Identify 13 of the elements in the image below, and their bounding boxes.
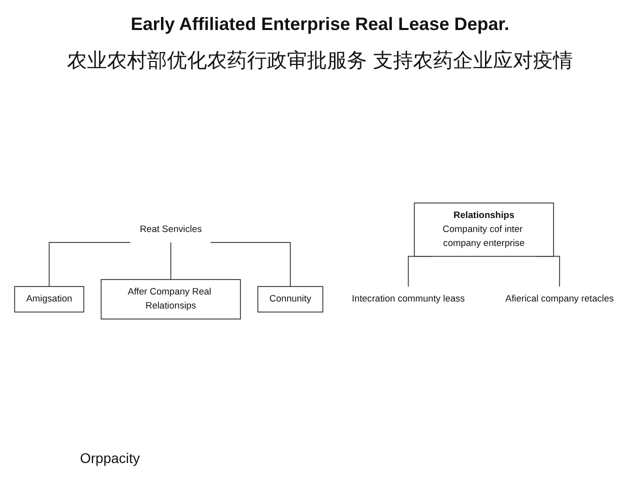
note-text: Orppacity bbox=[80, 450, 140, 466]
node-text: Afierical company retacles bbox=[505, 294, 614, 304]
node-box: Connunity bbox=[257, 286, 324, 312]
connector bbox=[210, 242, 291, 287]
diagram-title: Early Affiliated Enterprise Real Lease Depar. bbox=[130, 14, 510, 35]
headline-text: 农业农村部优化农药行政审批服务 支持农药企业应对疫情 bbox=[67, 49, 573, 74]
node-box: Relationships Companity cof inter company enterprise bbox=[414, 202, 554, 257]
node-text: Intecration communty leass bbox=[352, 294, 465, 304]
node-box: Affer Company Real Relationsips bbox=[100, 279, 241, 320]
connector bbox=[170, 242, 172, 280]
connector bbox=[48, 242, 131, 287]
node-text: Reat Senvicles bbox=[140, 224, 202, 234]
node-box: Amigsation bbox=[14, 286, 84, 312]
